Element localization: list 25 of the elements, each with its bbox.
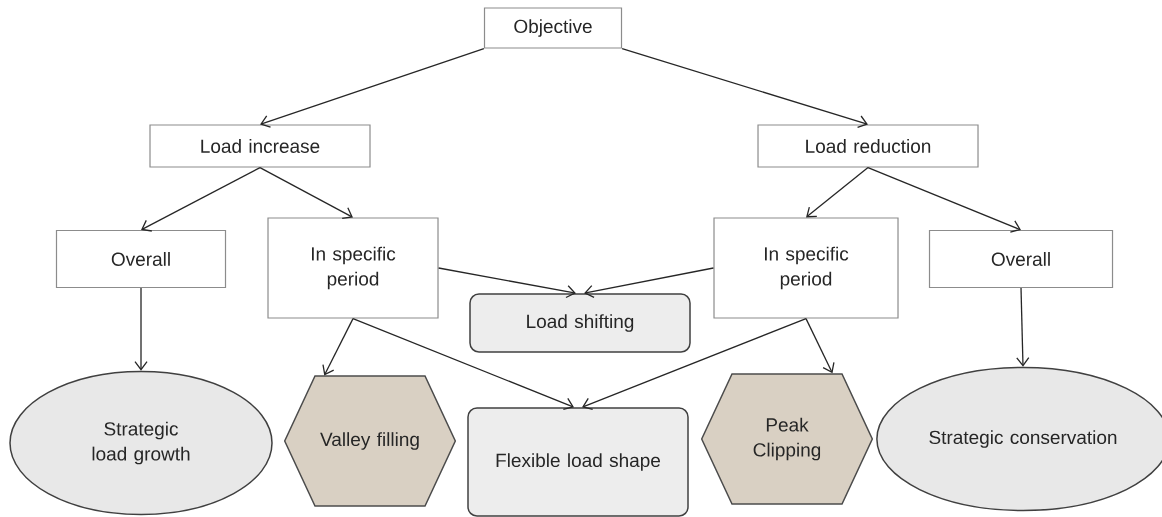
rounded-box: Flexible load shape <box>467 407 689 517</box>
arrow <box>805 317 835 374</box>
arrow <box>867 166 1021 233</box>
arrow <box>259 166 353 220</box>
arrow <box>621 47 868 129</box>
arrow <box>260 47 485 128</box>
arrow <box>1016 287 1030 367</box>
arrow <box>352 317 574 411</box>
arrow <box>134 287 148 371</box>
process-box: Overall <box>55 229 227 289</box>
process-box: Load reduction <box>757 124 979 168</box>
process-box: Load increase <box>149 124 371 168</box>
arrow <box>582 317 807 411</box>
hexagon: Peak Clipping <box>700 373 874 505</box>
hexagon: Valley filling <box>283 375 457 507</box>
arrow <box>141 166 261 232</box>
process-box: Overall <box>928 229 1114 289</box>
process-box: In specific period <box>713 217 899 319</box>
arrow <box>806 166 869 218</box>
arrow <box>584 267 715 299</box>
process-box: Objective <box>483 7 623 49</box>
arrow <box>322 317 354 376</box>
rounded-box: Load shifting <box>469 293 691 353</box>
arrow <box>437 267 576 299</box>
process-box: In specific period <box>267 217 439 319</box>
